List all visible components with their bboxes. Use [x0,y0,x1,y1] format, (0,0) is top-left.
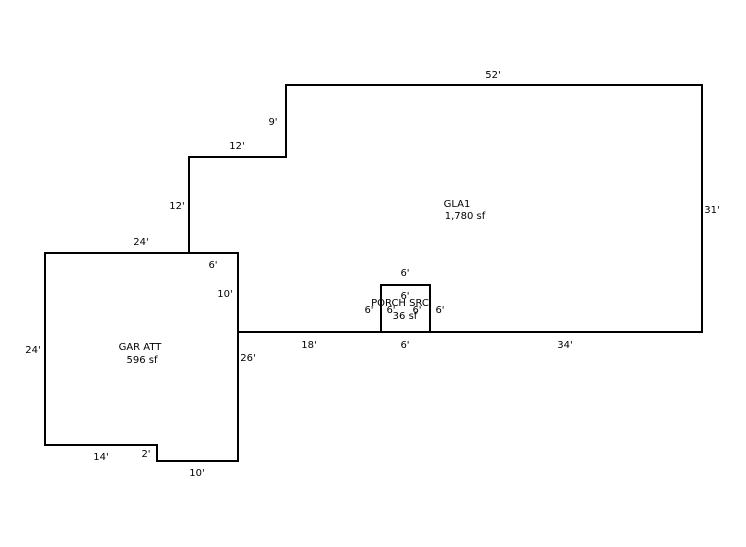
dim-gla-step-vertical: 9' [268,117,277,128]
dim-garage-left: 24' [25,345,40,356]
porch-outline [380,284,431,332]
garage-name: GAR ATT [119,342,163,353]
dim-gla-left-upper: 12' [169,201,184,212]
dim-garage-top: 24' [133,237,148,248]
dim-porch-right: 6' [435,305,444,316]
dim-gla-top: 52' [485,70,500,81]
garage-outline [44,252,239,462]
dim-garage-bottom-right: 10' [189,468,204,479]
dim-porch-inner-left: 6' [386,305,395,316]
dim-porch-top: 6' [400,268,409,279]
dim-gla-bottom-left: 18' [301,340,316,351]
dim-garage-bottom-left: 14' [93,452,108,463]
garage-area: 596 sf [127,355,158,366]
porch-name: PORCH SRC [371,298,429,309]
dim-porch-inner-top: 6' [400,291,409,302]
dim-gla-notch: 6' [208,260,217,271]
dim-porch-inner-right: 6' [412,305,421,316]
dim-gla-bottom-right: 34' [557,340,572,351]
dim-porch-left: 6' [364,305,373,316]
gla-name: GLA1 [444,199,471,210]
dim-garage-right: 26' [240,353,255,364]
dim-porch-bottom: 6' [400,340,409,351]
porch-area: 36 sf [393,311,418,322]
dim-gla-right: 31' [704,205,719,216]
dim-garage-bottom-step: 2' [141,449,150,460]
gla-area: 1,780 sf [445,211,486,222]
dim-gla-step-horizontal: 12' [229,141,244,152]
dim-gla-left-lower: 10' [217,289,232,300]
